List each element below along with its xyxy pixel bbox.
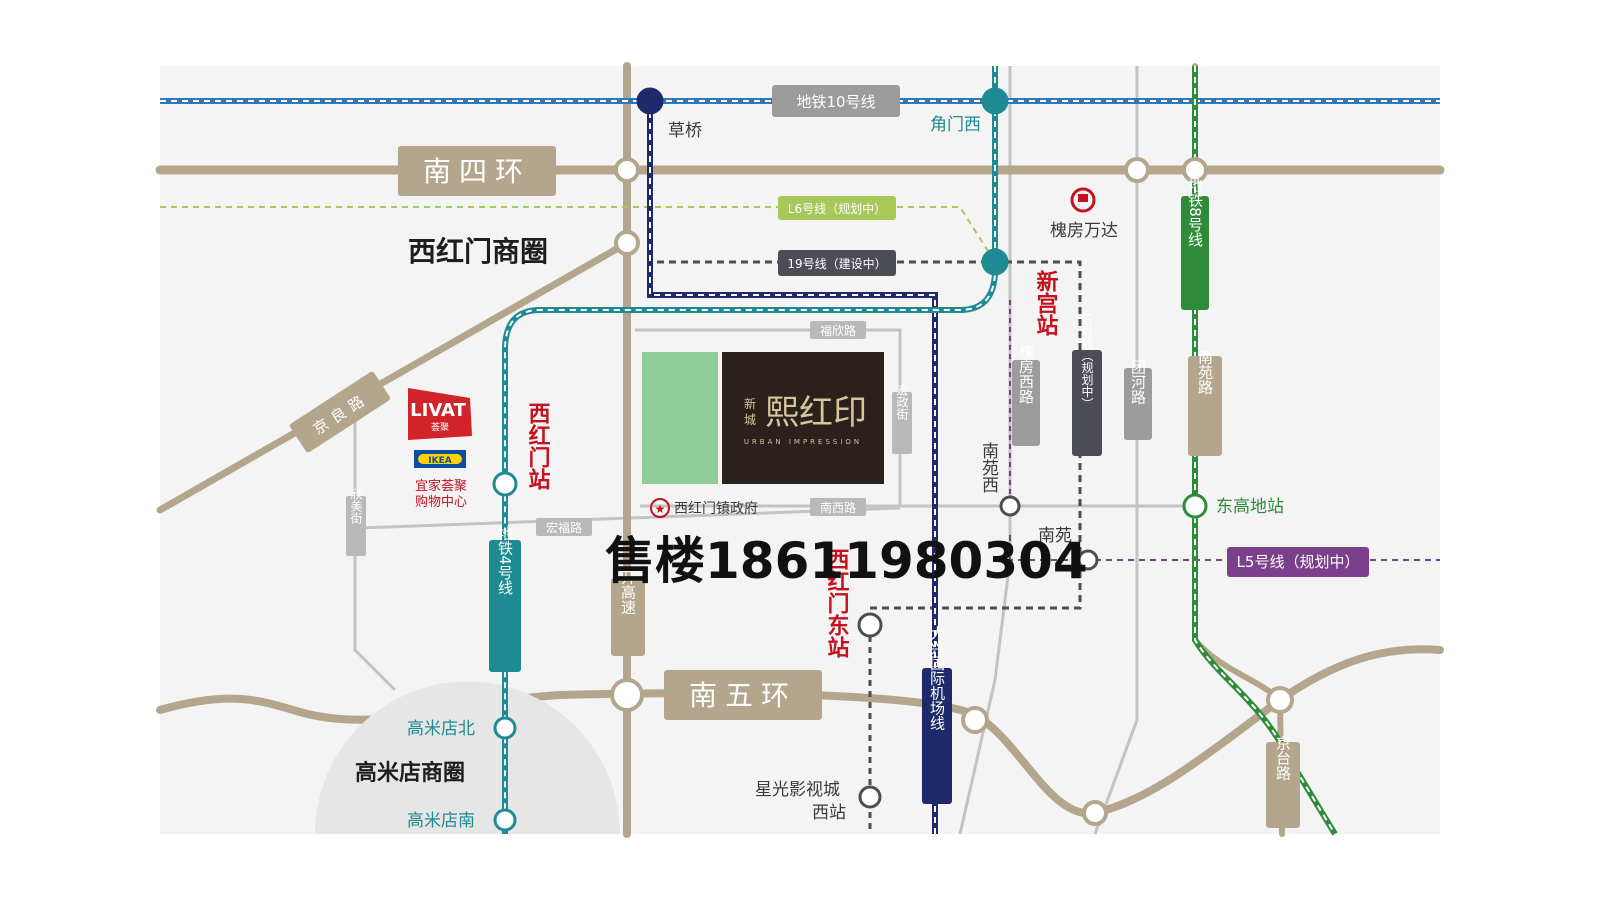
south4-ring-box (398, 146, 556, 196)
road-hongzheng-label: 宏政街 (895, 383, 909, 420)
south5-ring-box (664, 670, 822, 720)
road-hongfu-label: 宏福路 (546, 520, 582, 535)
road-huaifang-west-label: 槐房西路 (1017, 344, 1035, 404)
road-huaifang-west-box (1012, 360, 1040, 446)
station-xihongmen-label: 西红门站 (525, 402, 551, 491)
road-hongzheng-box (892, 392, 912, 454)
livat-logo: LIVAT 荟聚 (408, 388, 472, 440)
road-tuanhe-box (1124, 368, 1152, 440)
station-gaomidian-south-label: 高米店南 (407, 811, 475, 831)
road-tuanhe-label: 团河路 (1129, 360, 1147, 405)
south5-ring-label: 南五环 (689, 679, 797, 712)
station-donggaodi-label: 东高地站 (1216, 497, 1284, 517)
poi-livat-name1: 宜家荟聚 (415, 478, 467, 494)
project-prefix2: 城 (744, 413, 756, 427)
road-nanyuan-label: 南苑路 (1196, 350, 1214, 395)
poi-gov-label: 西红门镇政府 (674, 501, 758, 517)
road-nanxi-box (810, 498, 866, 516)
metro-lineL6-path (160, 206, 996, 263)
road-jingliang-sign: 京良路 (289, 371, 391, 453)
ikea-logo-text: IKEA (428, 456, 451, 466)
road-fuxin-label: 福欣路 (820, 323, 856, 338)
livat-logo-text: LIVAT (410, 400, 466, 421)
line8-label: 地铁8号线 (1186, 177, 1204, 247)
line19-box (778, 250, 896, 276)
district-xihongmen-label: 西红门商圈 (408, 235, 548, 268)
airport-line-label: 大兴国际机场线 (928, 626, 946, 731)
station-xingguang-label: 星光影视城 (755, 780, 840, 800)
district-gaomidian-label: 高米店商圈 (355, 760, 465, 786)
line19-label: 19号线（建设中） (787, 256, 886, 271)
project-green-block (642, 352, 718, 484)
ikea-logo: IKEA (414, 450, 466, 468)
gov-icon (650, 498, 670, 518)
airport-line-box (922, 668, 952, 804)
road-fuxin-box (810, 321, 866, 339)
gaomidian-district-area (315, 681, 620, 834)
road-jingtai-label: 京台路 (1274, 736, 1292, 781)
project-box (722, 352, 884, 484)
project-subtitle: URBAN IMPRESSION (744, 438, 862, 446)
wanda-icon (1070, 187, 1096, 213)
station-xihongmen-east-label: 西红门东站 (824, 548, 850, 659)
road-jingtai-box (1266, 742, 1300, 828)
line8-box (1181, 196, 1209, 310)
lineL6-label: L6号线（规划中） (788, 201, 886, 216)
lineL5-box (1227, 547, 1369, 577)
line10-label: 地铁10号线 (796, 93, 875, 111)
station-xingguang2-label: 西站 (812, 803, 846, 823)
line19-planned-label: 19号线（规划中） (1080, 310, 1094, 409)
poi-livat-name2: 购物中心 (415, 494, 467, 510)
metro-line4-path (502, 66, 998, 834)
station-jiaomenxi-label: 角门西 (930, 115, 981, 135)
project-prefix1: 新 (744, 396, 756, 411)
road-nanyuan-box (1188, 356, 1222, 456)
watermark-text: 售楼18611980304 (605, 532, 1088, 590)
interchanges (610, 157, 1294, 826)
project-name: 熙红印 (765, 393, 867, 433)
metro-airport-path (647, 101, 938, 834)
line10-box (772, 85, 900, 117)
station-nanyuanxi-label: 南苑西 (978, 442, 999, 493)
south4-ring-label: 南四环 (423, 155, 531, 188)
station-nanyuan-label: 南苑 (1038, 526, 1072, 546)
line4-box (489, 540, 521, 672)
poi-huaifang-wanda-label: 槐房万达 (1050, 221, 1118, 241)
line19-planned-box (1072, 350, 1102, 456)
road-kaigao-box (611, 578, 645, 656)
road-hongfu-box (536, 518, 592, 536)
road-kaigao-label: 开高速 (619, 570, 637, 616)
road-xinmei-box (346, 496, 366, 556)
station-icons (492, 87, 1208, 832)
line4-label: 地铁4号线 (496, 525, 514, 595)
lineL5-label: L5号线（规划中） (1237, 553, 1360, 571)
station-xinggong-label: 新宫站 (1033, 269, 1059, 337)
metro-line19-path (648, 101, 1082, 610)
station-gaomidian-north-label: 高米店北 (407, 719, 475, 739)
livat-logo-sub: 荟聚 (431, 421, 449, 433)
station-caoqiao-label: 草桥 (668, 121, 702, 141)
gov-star-icon: ★ (655, 502, 666, 516)
road-nanxi-label: 南西路 (820, 500, 856, 515)
lineL6-box (778, 196, 896, 220)
road-xinmei-label: 欣美街 (349, 488, 363, 524)
